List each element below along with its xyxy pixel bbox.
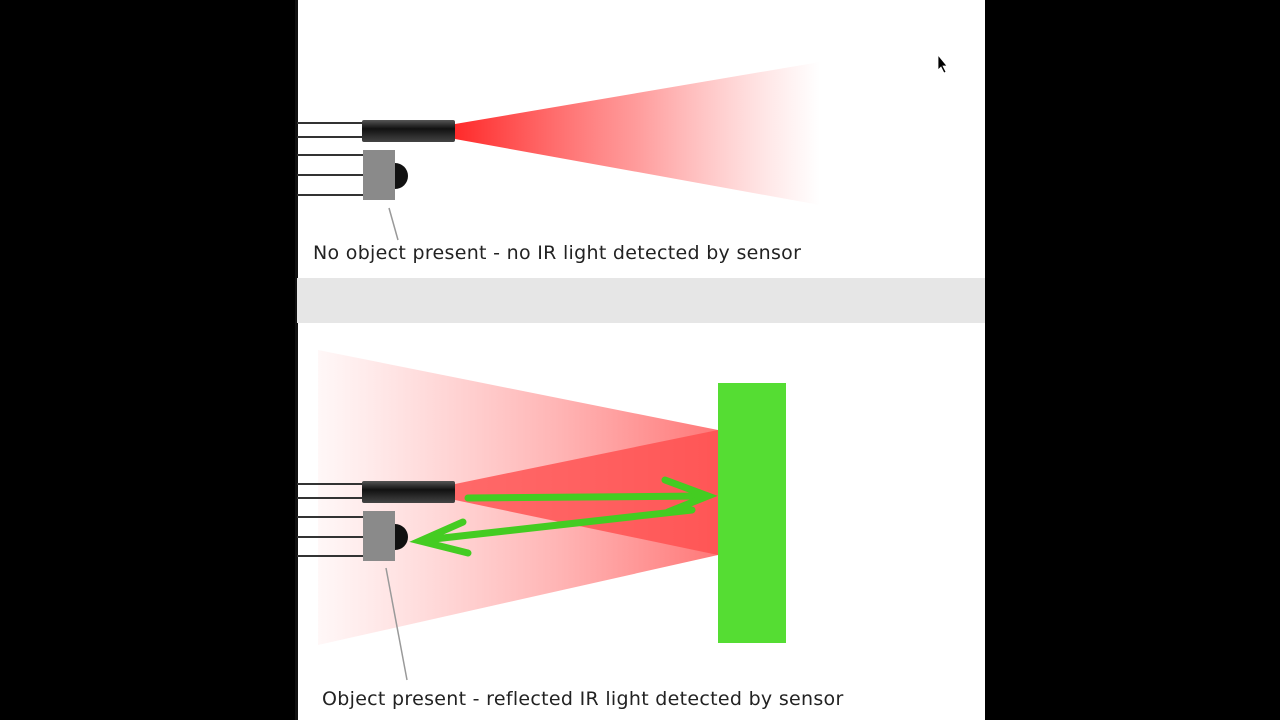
ir-emitter: [362, 481, 455, 503]
ir-sensor: [363, 511, 395, 561]
wires: [297, 483, 364, 557]
reflected-arrow: [409, 506, 696, 557]
panel-divider: [297, 278, 985, 323]
ir-emitter: [362, 120, 455, 142]
ir-beam: [455, 62, 820, 205]
ir-sensor: [363, 150, 395, 200]
object: [718, 383, 786, 643]
top-scene: No object present - no IR light detected…: [297, 62, 820, 264]
wires: [297, 122, 364, 196]
sensor-lens: [395, 163, 408, 189]
leader-line: [385, 567, 408, 681]
top-caption: No object present - no IR light detected…: [313, 242, 801, 264]
leader-line: [388, 207, 399, 241]
sensor-lens: [395, 524, 408, 550]
mouse-pointer-icon: [937, 53, 948, 74]
bottom-scene: Object present - reflected IR light dete…: [297, 350, 844, 710]
emitted-arrow: [464, 476, 718, 516]
bottom-caption: Object present - reflected IR light dete…: [322, 688, 844, 710]
ir-beam: [455, 430, 718, 555]
